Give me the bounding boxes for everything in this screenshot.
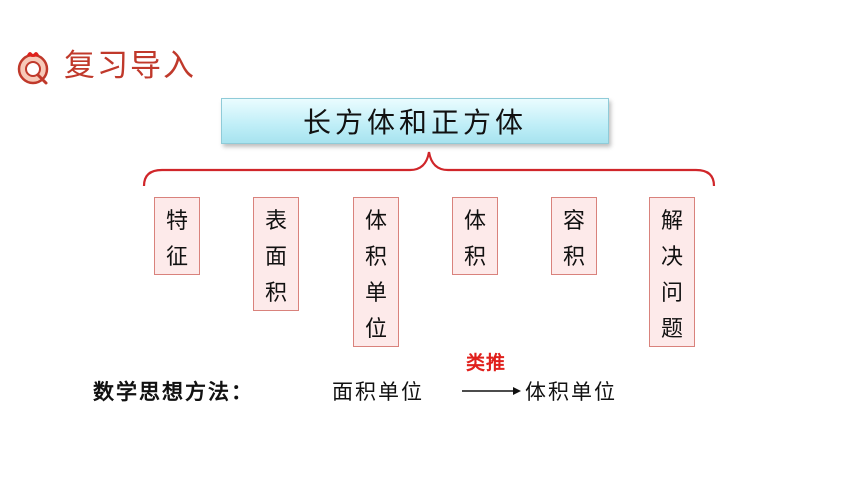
card-character: 积: [264, 281, 287, 306]
card-character: 题: [660, 317, 683, 342]
card-character: 决: [660, 245, 683, 270]
card-character: 征: [165, 245, 188, 270]
card-surface-area: 表面积: [253, 197, 299, 311]
method-label: 数学思想方法：: [93, 379, 254, 404]
card-character: 体: [463, 209, 486, 234]
method-from-unit: 面积单位: [332, 380, 424, 404]
card-volume: 体积: [452, 197, 498, 275]
card-character: 问: [660, 281, 683, 306]
card-character: 积: [463, 245, 486, 270]
card-character: 面: [264, 245, 287, 270]
section-title: 复习导入: [64, 48, 196, 84]
card-character: 积: [364, 245, 387, 270]
card-character: 容: [562, 209, 585, 234]
analogy-annotation: 类推: [466, 352, 507, 374]
card-problem-solving: 解决问题: [649, 197, 695, 347]
card-volume-unit: 体积单位: [353, 197, 399, 347]
curly-brace-divider: [142, 151, 716, 187]
right-arrow-icon: [462, 387, 521, 395]
card-character: 体: [364, 209, 387, 234]
card-capacity: 容积: [551, 197, 597, 275]
card-character: 单: [364, 281, 387, 306]
card-character: 特: [165, 209, 188, 234]
q-bubble-icon: [17, 52, 49, 85]
topic-box: 长方体和正方体: [221, 98, 609, 144]
card-character: 表: [264, 209, 287, 234]
card-character: 解: [660, 209, 683, 234]
card-character: 积: [562, 245, 585, 270]
card-features: 特征: [154, 197, 200, 275]
method-to-unit: 体积单位: [525, 380, 617, 404]
card-character: 位: [364, 317, 387, 342]
